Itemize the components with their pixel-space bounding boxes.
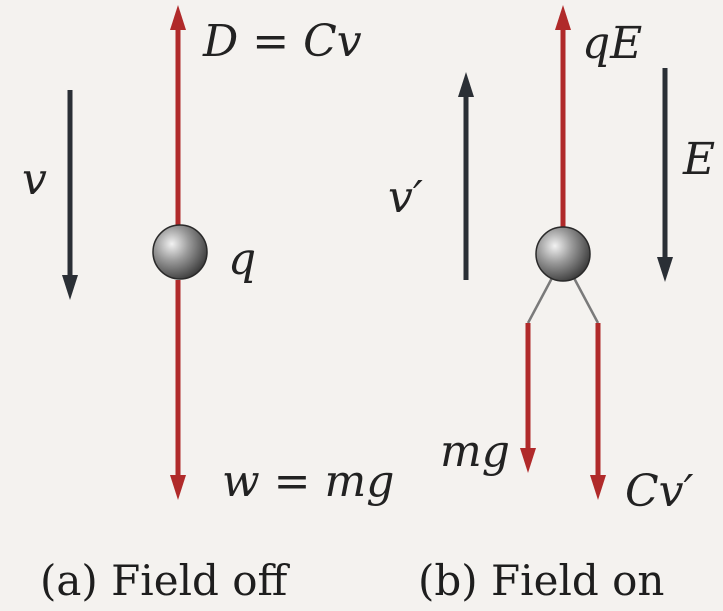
panel-a — [62, 5, 208, 500]
charge-label: q — [228, 234, 257, 285]
caption-b: (b) Field on — [418, 556, 665, 605]
electric-force-arrow — [555, 5, 571, 230]
velocity-arrow-b — [458, 72, 474, 280]
drag-force-label-a: D = Cv — [203, 16, 362, 67]
field-arrow — [657, 68, 673, 282]
weight-label-b: mg — [440, 426, 510, 477]
charged-sphere-a — [152, 224, 208, 280]
charged-sphere-b — [535, 226, 591, 282]
drag-force-arrow-a — [170, 5, 186, 230]
electric-force-label: qE — [582, 18, 643, 69]
caption-a: (a) Field off — [40, 556, 288, 605]
velocity-label-b: v′ — [388, 172, 423, 223]
weight-arrow-b — [520, 323, 536, 473]
weight-arrow-a — [170, 280, 186, 500]
connector-lines — [526, 277, 600, 324]
field-label: E — [683, 134, 716, 185]
velocity-label-a: v — [22, 154, 47, 205]
velocity-arrow-a — [62, 90, 78, 300]
panel-b — [458, 5, 673, 500]
weight-label-a: w = mg — [222, 456, 395, 507]
drag-arrow-b — [590, 323, 606, 500]
drag-force-label-b: Cv′ — [625, 466, 694, 517]
